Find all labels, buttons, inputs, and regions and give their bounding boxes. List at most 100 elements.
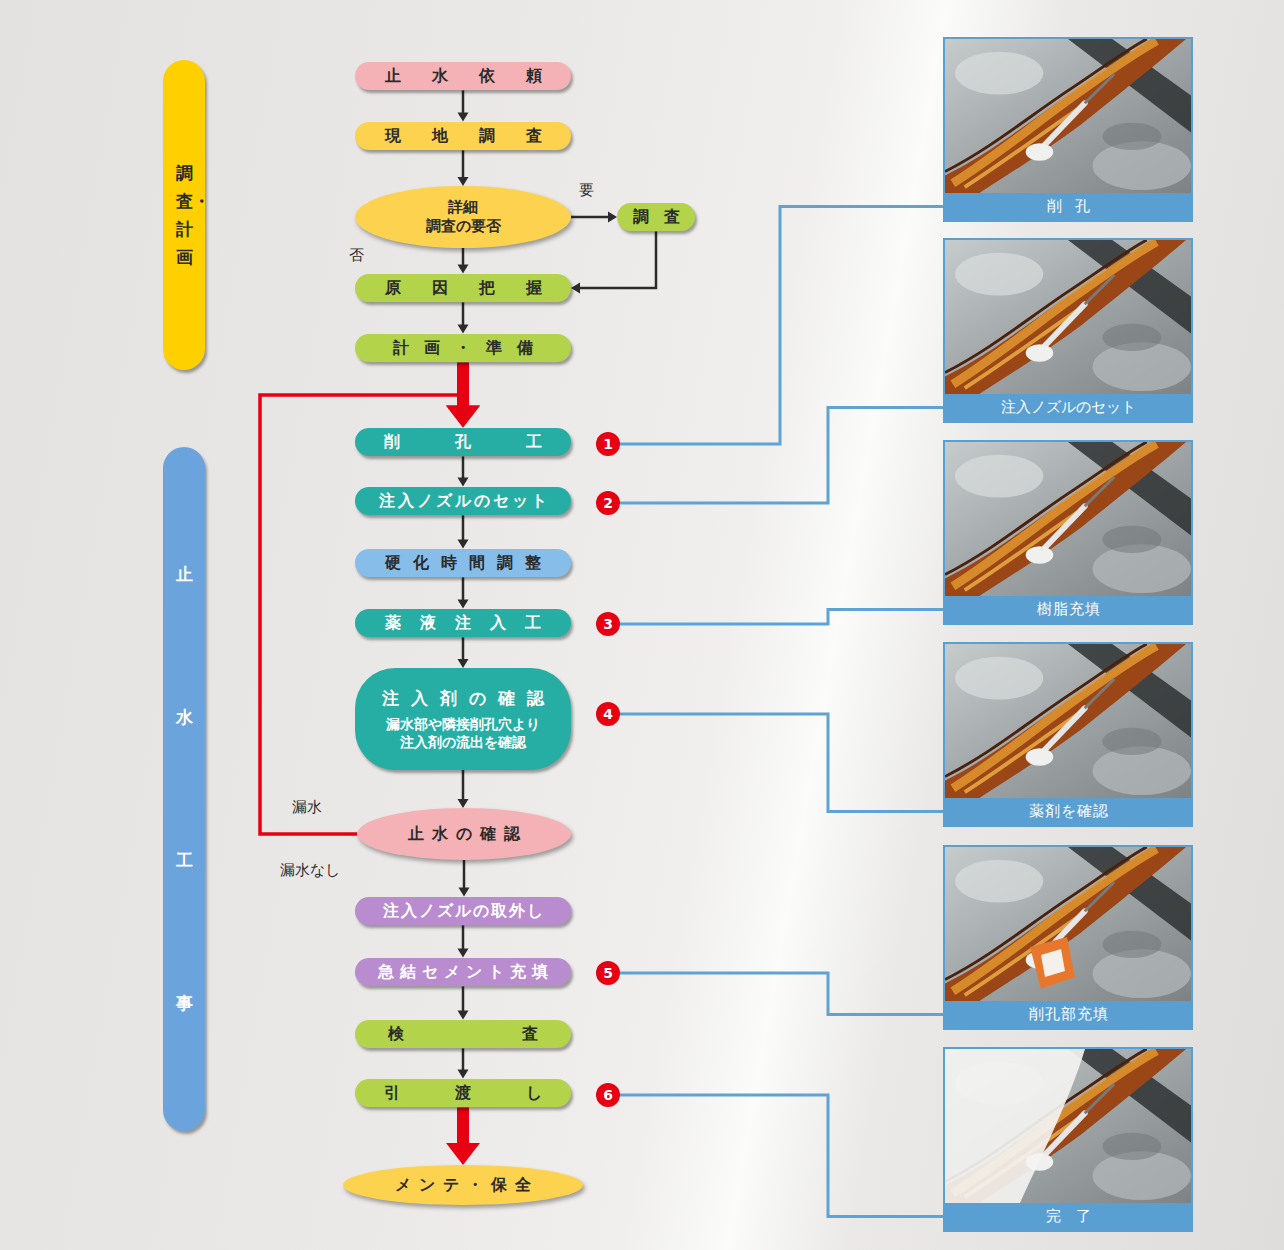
photo-caption: 注入ノズルのセット <box>1001 398 1136 418</box>
connector <box>458 637 469 668</box>
process-label: 削孔工 <box>384 432 597 453</box>
node-content: 5 <box>596 961 620 985</box>
connector <box>458 302 469 333</box>
connector-line <box>462 302 465 327</box>
process-box: 現地調査 <box>355 122 571 151</box>
resin-photo <box>945 442 1191 596</box>
photo-frame: 削孔 <box>943 37 1193 222</box>
connector <box>620 1095 943 1217</box>
connector-line <box>462 456 465 480</box>
nozzle-photo <box>945 240 1191 394</box>
connector-line <box>620 1095 943 1217</box>
process-label: 薬液注入工 <box>385 613 560 634</box>
arrowhead <box>446 1143 480 1165</box>
connector <box>620 714 943 812</box>
photo-frame: 完了 <box>943 1047 1193 1232</box>
process-box: 硬化時間調整 <box>355 549 571 578</box>
process-note: 漏水部や隣接削孔穴より 注入剤の流出を確認 <box>376 715 551 751</box>
connector <box>459 860 470 897</box>
process-box: 調査 <box>617 203 695 232</box>
check-photo <box>945 644 1191 798</box>
connector-line <box>462 577 465 602</box>
decision-label: 詳細 調査の要否 <box>416 198 511 237</box>
connector <box>620 610 943 625</box>
callout-number: 2 <box>603 494 613 512</box>
arrowhead <box>458 1011 469 1020</box>
process-box: 止水依頼 <box>355 62 571 91</box>
photo-frame: 樹脂充填 <box>943 440 1193 625</box>
photo-frame: 注入ノズルのセット <box>943 238 1193 423</box>
process-label: 注入ノズルの取外し <box>383 901 545 922</box>
photo-caption: 削孔部充填 <box>1029 1005 1109 1025</box>
node-content: 検査 <box>355 1020 571 1049</box>
connector <box>458 986 469 1019</box>
process-box: 削孔工 <box>355 428 571 457</box>
process-label: 急結セメント充填 <box>378 962 554 983</box>
process-label: 現地調査 <box>385 126 573 147</box>
node-content: 3 <box>596 612 620 636</box>
connector <box>458 515 469 548</box>
process-box: 引渡し <box>355 1079 571 1108</box>
node-content: 詳細 調査の要否 <box>355 186 571 248</box>
arrowhead <box>458 540 469 549</box>
arrowhead <box>458 113 469 122</box>
node-content: 注入ノズルの取外し <box>355 897 571 926</box>
process-label: 引渡し <box>384 1083 597 1104</box>
connector <box>458 150 469 186</box>
callout-number: 3 <box>603 615 613 633</box>
connector <box>571 231 656 293</box>
arrowhead <box>458 177 469 186</box>
connector-line <box>462 1048 465 1072</box>
arrowhead <box>458 325 469 334</box>
callout-number: 6 <box>603 1086 613 1104</box>
connector-line <box>462 986 465 1013</box>
connector-line <box>620 408 943 504</box>
process-label: 原因把握 <box>385 278 573 299</box>
callout-number: 1 <box>603 435 613 453</box>
callout-circle: 2 <box>596 491 620 515</box>
node-content: 硬化時間調整 <box>355 549 571 578</box>
caption-bar: 削孔部充填 <box>945 1001 1191 1028</box>
phase-band: 調査・計画 <box>163 60 205 370</box>
caption-bar: 完了 <box>945 1203 1191 1230</box>
photo-frame: 薬剤を確認 <box>943 642 1193 827</box>
cement-patch <box>1041 949 1065 977</box>
connector-line <box>462 515 465 542</box>
node-content: 現地調査 <box>355 122 571 151</box>
node-content: 注入剤の確認漏水部や隣接削孔穴より 注入剤の流出を確認 <box>355 668 571 770</box>
node-content: 計画・準備 <box>355 334 571 363</box>
process-box: 原因把握 <box>355 274 571 303</box>
connector <box>458 925 469 957</box>
process-box: 薬液注入工 <box>355 609 571 638</box>
node-content: 6 <box>596 1083 620 1107</box>
terminal-ellipse: メンテ・保全 <box>343 1165 583 1205</box>
process-box: 急結セメント充填 <box>355 958 571 987</box>
node-content: 削孔工 <box>355 428 571 457</box>
edge-label: 否 <box>349 246 364 266</box>
process-label: 検査 <box>388 1024 656 1045</box>
caption-bar: 削孔 <box>945 193 1191 220</box>
arrowhead <box>458 659 469 668</box>
callout-circle: 3 <box>596 612 620 636</box>
connector-line <box>620 714 943 812</box>
arrowhead <box>458 265 469 274</box>
node-content: 止水依頼 <box>355 62 571 91</box>
connector-line <box>463 860 466 890</box>
node-content: 急結セメント充填 <box>355 958 571 987</box>
connector-line <box>462 925 465 951</box>
drilling-photo <box>945 39 1191 193</box>
arrowhead <box>458 600 469 609</box>
arrowhead <box>458 1070 469 1079</box>
edge-label: 漏水 <box>292 798 322 818</box>
ellipse-shape <box>355 186 571 248</box>
phase-band: 止水工事 <box>163 447 205 1131</box>
process-box: 注入ノズルのセット <box>355 487 571 516</box>
connector <box>620 973 943 1015</box>
ellipse-shape <box>357 808 571 860</box>
callout-number: 5 <box>603 964 613 982</box>
process-label: 計画・準備 <box>393 338 548 359</box>
connector-line <box>462 248 465 267</box>
callout-circle: 6 <box>596 1083 620 1107</box>
node-content: メンテ・保全 <box>343 1165 583 1205</box>
arrowhead <box>446 406 480 428</box>
